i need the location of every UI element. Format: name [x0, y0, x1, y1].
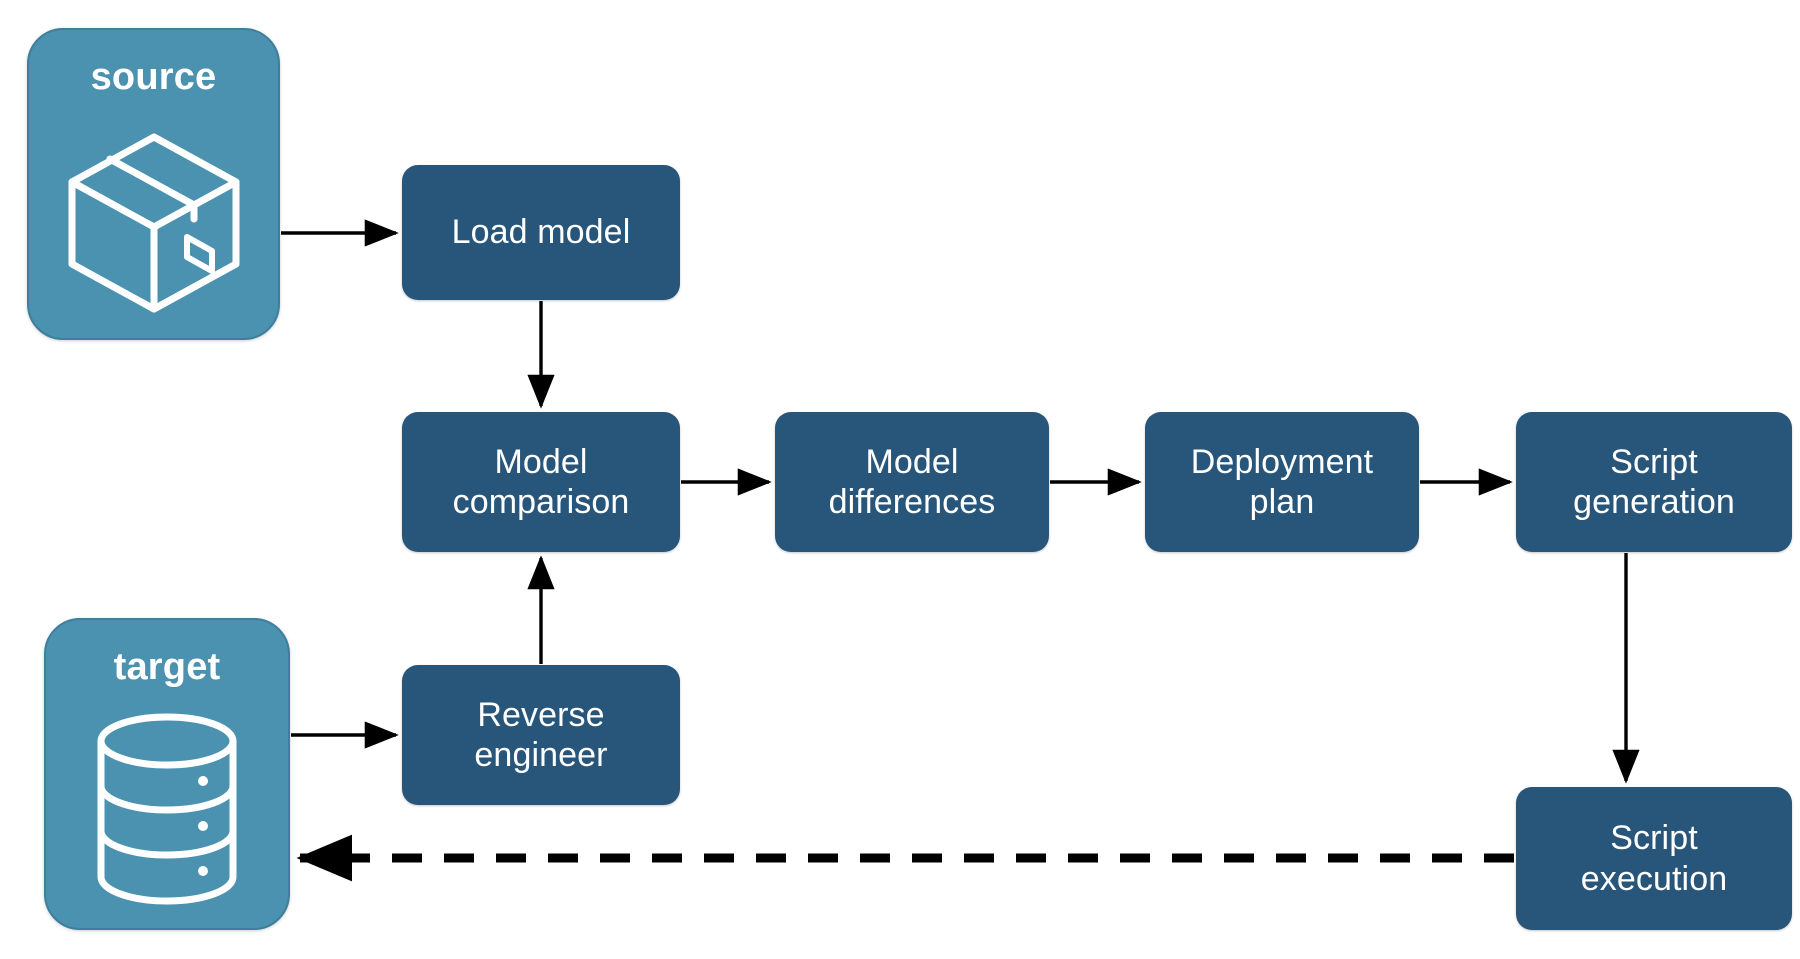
process-load-model-label: Load model [451, 213, 631, 252]
process-model-comparison-label: Model comparison [452, 442, 630, 521]
endpoint-target[interactable]: target [44, 618, 290, 930]
process-script-generation-label: Script generation [1573, 442, 1735, 521]
process-script-execution[interactable]: Script execution [1516, 787, 1792, 930]
process-load-model[interactable]: Load model [402, 165, 680, 300]
process-reverse-engineer-label: Reverse engineer [474, 695, 608, 774]
process-reverse-engineer[interactable]: Reverse engineer [402, 665, 680, 805]
process-deployment-plan-label: Deployment plan [1190, 442, 1374, 521]
package-box-icon [29, 99, 278, 338]
database-cylinder-icon [46, 689, 288, 928]
endpoint-source-label: source [90, 56, 217, 98]
process-deployment-plan[interactable]: Deployment plan [1145, 412, 1419, 552]
process-model-differences[interactable]: Model differences [775, 412, 1049, 552]
process-script-execution-label: Script execution [1580, 819, 1728, 898]
process-script-generation[interactable]: Script generation [1516, 412, 1792, 552]
process-model-comparison[interactable]: Model comparison [402, 412, 680, 552]
process-model-differences-label: Model differences [828, 442, 996, 521]
endpoint-source[interactable]: source [27, 28, 280, 340]
endpoint-target-label: target [113, 646, 221, 688]
